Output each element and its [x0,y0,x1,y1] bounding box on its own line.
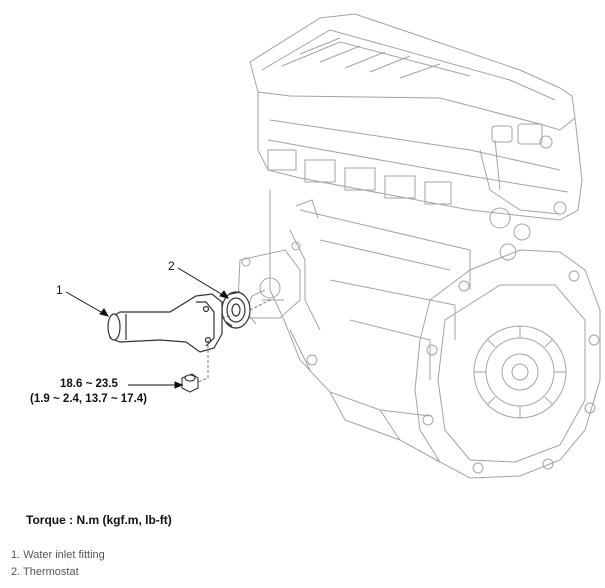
callout-number-2: 2 [168,259,175,273]
legend-item: 1. Water inlet fitting [11,549,105,561]
bolt-part [181,373,199,393]
torque-value-primary: 18.6 ~ 23.5 [60,378,118,390]
torque-heading: Torque : N.m (kgf.m, lb-ft) [26,513,172,527]
legend-item: 2. Thermostat [11,566,79,578]
engine-block [237,13,601,479]
thermostat-part [221,291,251,329]
leader-lines [65,267,230,389]
assembly-guide-lines [197,299,271,383]
engine-exploded-diagram [65,13,601,479]
parts-legend: 1. Water inlet fitting 2. Thermostat [11,547,105,581]
torque-value-secondary: (1.9 ~ 2.4, 13.7 ~ 17.4) [30,393,147,405]
water-inlet-fitting-part [107,293,223,353]
callout-number-1: 1 [56,283,63,297]
